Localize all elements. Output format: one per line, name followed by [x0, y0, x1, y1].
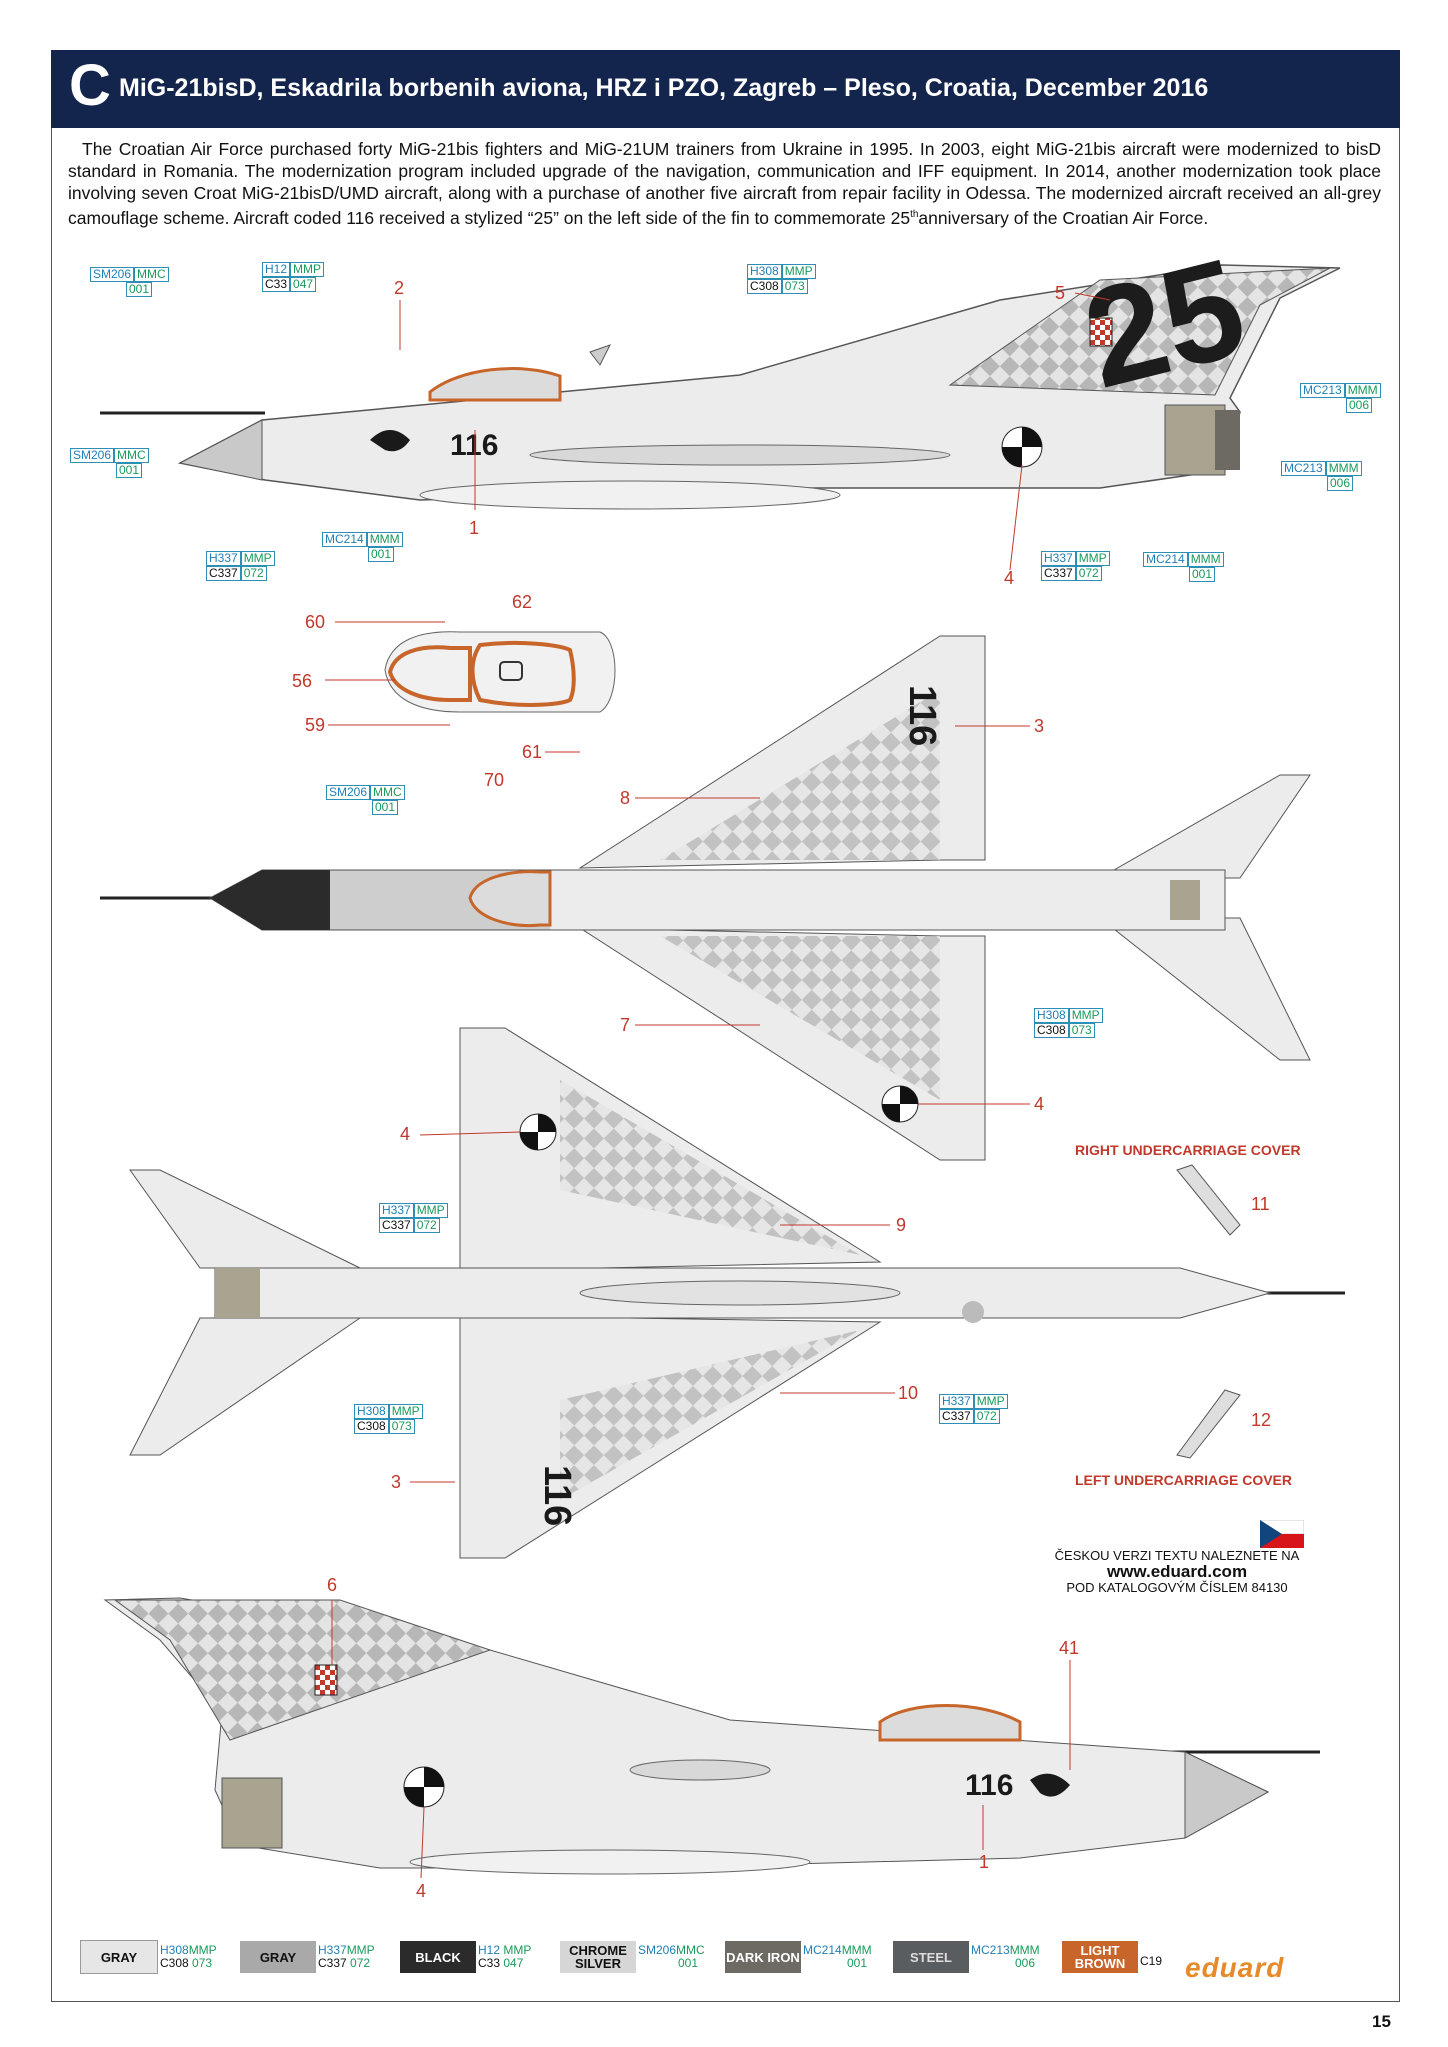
callout-number: 1 [979, 1852, 990, 1872]
legend-swatch: STEEL [893, 1941, 969, 1973]
callout-number: 3 [391, 1472, 402, 1492]
callout-number: 4 [1004, 568, 1015, 588]
callout-number: 59 [305, 715, 326, 735]
left-undercarriage-caption: LEFT UNDERCARRIAGE COVER [1075, 1472, 1293, 1488]
callout-number: 9 [896, 1215, 907, 1235]
eduard-logo: eduard [1185, 1952, 1285, 1983]
legend-swatch: GRAY [80, 1940, 158, 1974]
profile-letter: C [69, 53, 111, 118]
description-end: anniversary of the Croatian Air Force. [918, 207, 1209, 228]
bottom-code-116: 116 [536, 1465, 578, 1526]
callout-number: 12 [1251, 1410, 1272, 1430]
legend-swatch: DARK IRON [725, 1941, 801, 1973]
left-undercarriage-cover [1176, 1389, 1241, 1459]
profile-title: MiG-21bisD, Eskadrila borbenih aviona, H… [119, 74, 1209, 102]
callout-number: 61 [522, 742, 543, 762]
czech-flag-icon [1260, 1520, 1304, 1548]
leader-lines [325, 292, 1111, 1879]
callout-number: 4 [416, 1881, 427, 1901]
callout-number: 60 [305, 612, 326, 632]
callout-number: 4 [400, 1124, 411, 1144]
side-code-116: 116 [450, 429, 498, 462]
czech-note: ČESKOU VERZI TEXTU NALEZNETE NA www.edua… [1037, 1548, 1317, 1596]
eduard-url: www.eduard.com [1106, 1562, 1248, 1581]
bottom-view: 116 [129, 1027, 1345, 1559]
callout-number: 6 [327, 1575, 338, 1595]
description-paragraph: The Croatian Air Force purchased forty M… [68, 138, 1381, 229]
callout-number: 3 [1034, 716, 1045, 736]
callout-number: 2 [394, 278, 405, 298]
callout-number: 10 [898, 1383, 919, 1403]
legend-swatch: CHROME SILVER [560, 1941, 636, 1973]
top-view: 116 [100, 635, 1311, 1161]
callout-number: 8 [620, 788, 631, 808]
callout-number: 41 [1059, 1638, 1080, 1658]
description-text: The Croatian Air Force purchased forty M… [68, 139, 1381, 228]
side-code-116-right: 116 [965, 1769, 1013, 1802]
callout-number: 70 [484, 770, 505, 790]
callout-number: 4 [1034, 1094, 1045, 1114]
description-sup: th [910, 209, 919, 220]
profile-header: C MiG-21bisD, Eskadrila borbenih aviona,… [51, 50, 1400, 128]
czech-line1: ČESKOU VERZI TEXTU NALEZNETE NA [1054, 1548, 1300, 1563]
callout-number: 7 [620, 1015, 631, 1035]
legend-swatch: BLACK [400, 1941, 476, 1973]
callout-number: 5 [1055, 283, 1066, 303]
right-undercarriage-caption: RIGHT UNDERCARRIAGE COVER [1075, 1142, 1301, 1158]
legend-swatch: GRAY [240, 1941, 316, 1973]
top-code-116: 116 [901, 685, 943, 746]
right-side-profile: 116 [103, 1597, 1320, 1875]
callout-number: 1 [469, 518, 480, 538]
czech-line3: POD KATALOGOVÝM ČÍSLEM 84130 [1066, 1580, 1288, 1595]
callout-number: 11 [1251, 1194, 1270, 1214]
callout-number: 62 [512, 592, 533, 612]
legend-swatch: LIGHT BROWN [1062, 1941, 1138, 1973]
canopy-detail [384, 631, 616, 713]
page-number: 15 [1372, 2012, 1391, 2031]
right-undercarriage-cover [1176, 1164, 1241, 1236]
callout-number: 56 [292, 671, 313, 691]
left-side-profile: 2 5 116 [100, 228, 1341, 510]
